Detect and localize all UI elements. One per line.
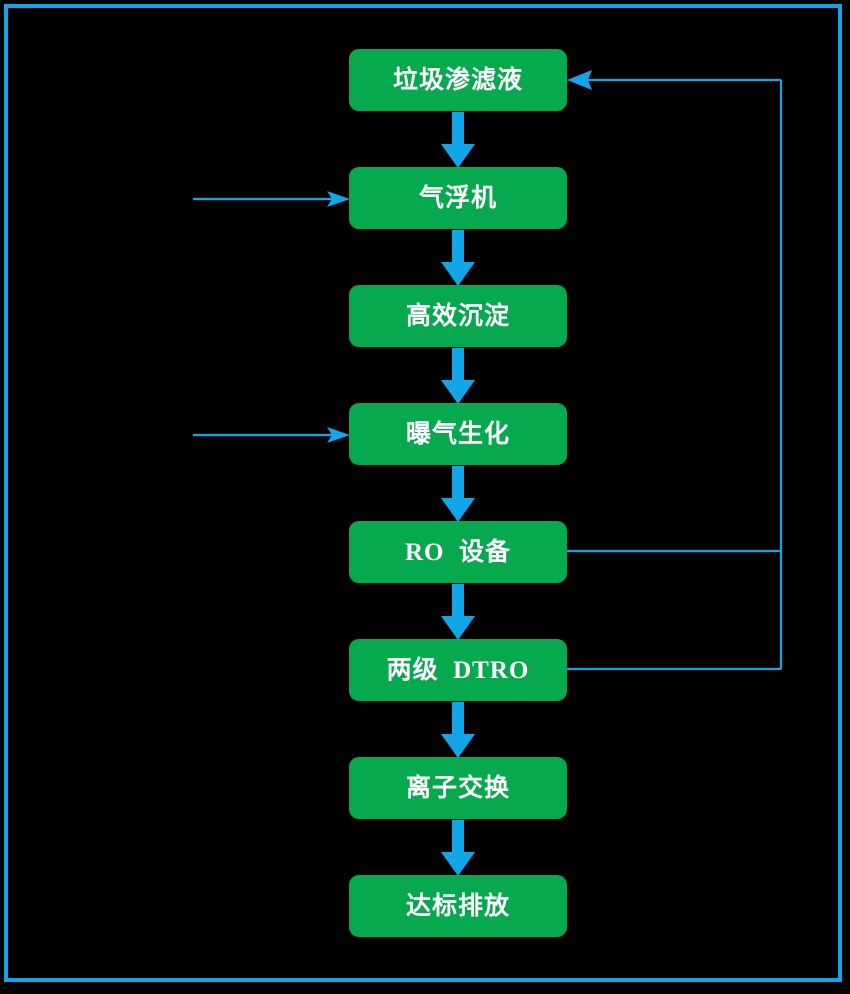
node-label-ion-exchange: 离子交换 [405, 774, 510, 802]
node-label-dtro: 两级 DTRO [386, 656, 530, 684]
node-label-aeration: 曝气生化 [405, 420, 510, 448]
flow-arrow-ro-to-dtro [441, 584, 475, 640]
node-label-flotation: 气浮机 [418, 184, 497, 212]
recycle-arrowhead-icon [567, 70, 592, 90]
flow-arrow-ion-exchange-to-discharge [441, 820, 475, 876]
flow-arrow-dtro-to-ion-exchange [441, 702, 475, 758]
node-discharge[interactable]: 达标排放 [349, 875, 567, 937]
diagram-border-frame [4, 4, 842, 982]
node-label-leachate: 垃圾渗滤液 [392, 66, 523, 94]
node-flotation[interactable]: 气浮机 [349, 167, 567, 229]
flow-arrow-aeration-to-ro [441, 466, 475, 522]
node-label-settling: 高效沉淀 [405, 302, 510, 330]
node-ro[interactable]: RO 设备 [349, 521, 567, 583]
node-dtro[interactable]: 两级 DTRO [349, 639, 567, 701]
feed-arrow-aeration [193, 425, 353, 445]
node-aeration[interactable]: 曝气生化 [349, 403, 567, 465]
node-ion-exchange[interactable]: 离子交换 [349, 757, 567, 819]
node-settling[interactable]: 高效沉淀 [349, 285, 567, 347]
node-label-ro: RO 设备 [404, 538, 511, 566]
flow-arrow-settling-to-aeration [441, 348, 475, 404]
flow-arrow-flotation-to-settling [441, 230, 475, 286]
flow-arrow-leachate-to-flotation [441, 112, 475, 168]
node-leachate[interactable]: 垃圾渗滤液 [349, 49, 567, 111]
feed-arrow-flotation [193, 189, 353, 209]
node-label-discharge: 达标排放 [405, 892, 510, 920]
